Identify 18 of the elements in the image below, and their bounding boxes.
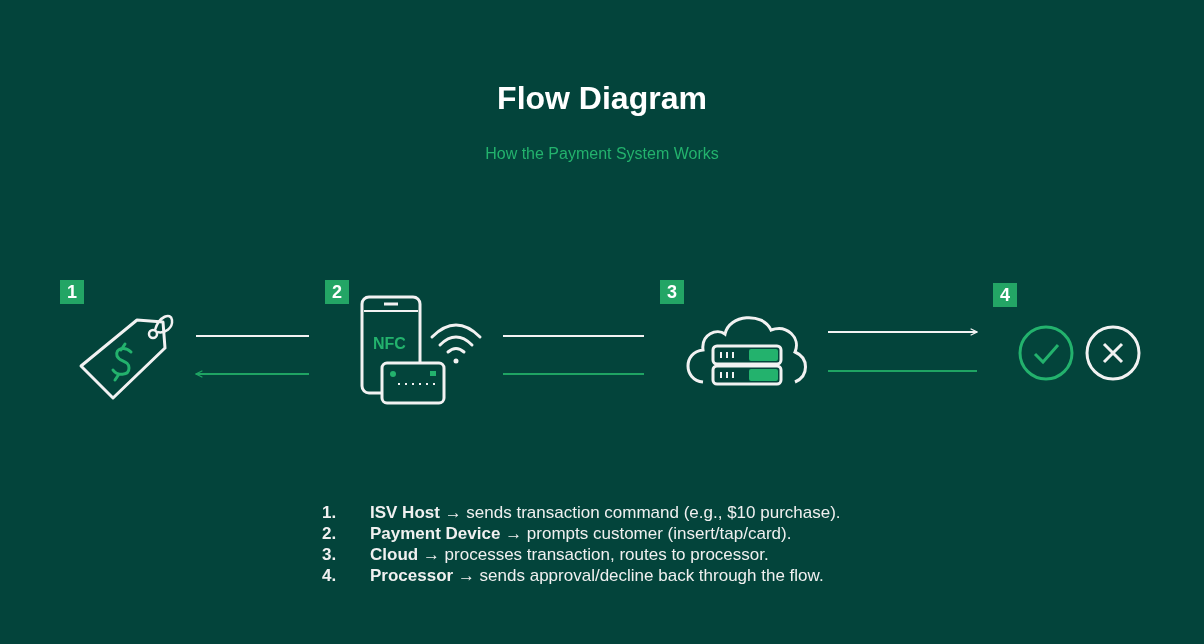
list-item-text: Payment Device → prompts customer (insert/tap/card). <box>370 524 792 544</box>
step-number: 3 <box>660 280 684 304</box>
step-number: 4 <box>993 283 1017 307</box>
list-number: 4. <box>322 566 337 586</box>
step-number: 2 <box>325 280 349 304</box>
list-item-text: Cloud → processes transaction, routes to processor. <box>370 545 769 565</box>
list-number: 3. <box>322 545 337 565</box>
diagram-title: Flow Diagram <box>496 80 708 117</box>
step-number: 1 <box>60 280 84 304</box>
list-number: 1. <box>322 503 337 523</box>
icon-label: NFC <box>373 335 406 353</box>
connector-arrow <box>827 328 978 336</box>
connector-arrow <box>195 370 310 378</box>
list-item-text: Processor → sends approval/decline back through the flow. <box>370 566 824 586</box>
list-item-text: ISV Host → sends transaction command (e.g., $10 purchase). <box>370 503 841 523</box>
list-number: 2. <box>322 524 337 544</box>
flow-step <box>993 283 1143 383</box>
diagram-subtitle: How the Payment System Works <box>484 145 720 163</box>
